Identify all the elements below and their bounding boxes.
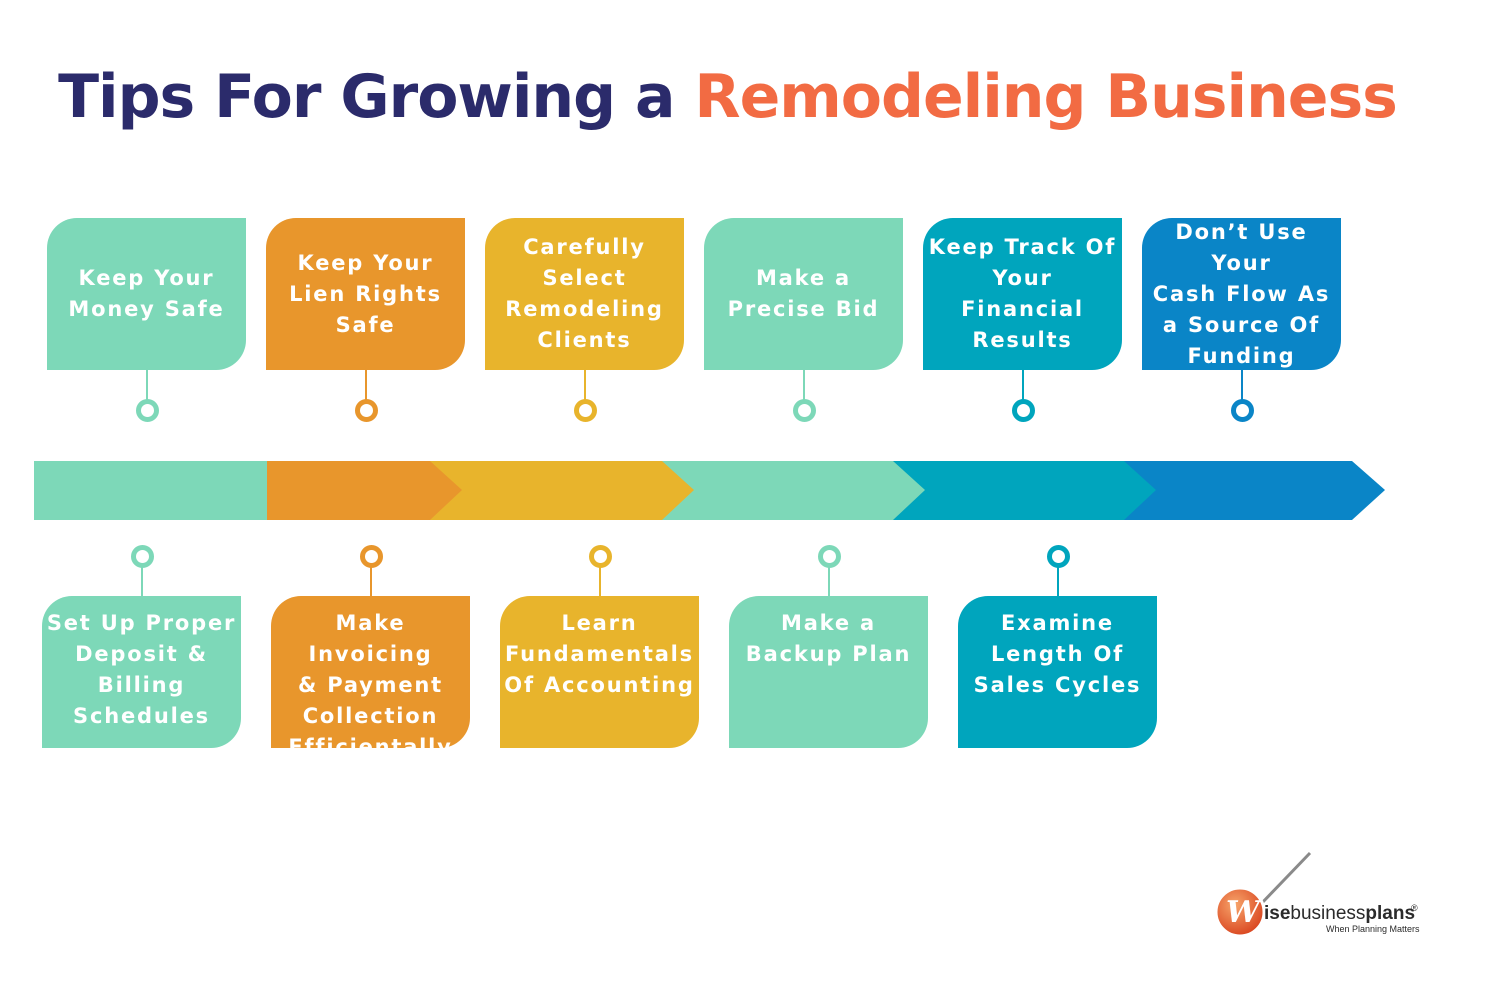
connector-line xyxy=(803,370,805,404)
connector-dot xyxy=(818,545,841,568)
tip-text: Set Up Proper xyxy=(46,611,237,635)
tip-text: Money Safe xyxy=(68,297,225,321)
tip-text: Deposit & xyxy=(75,642,208,666)
connector-line xyxy=(1241,370,1243,404)
timeline-segment-1 xyxy=(34,461,267,520)
timeline-segment-3 xyxy=(430,461,694,520)
connector-dot xyxy=(1047,545,1070,568)
tip-text: Schedules xyxy=(73,704,210,728)
logo-wordmark-plans: plans xyxy=(1365,903,1415,924)
tip-text: & Payment xyxy=(298,673,443,697)
tip-text: Remodeling xyxy=(505,297,664,321)
connector-dot xyxy=(589,545,612,568)
connector-line xyxy=(1022,370,1024,404)
tip-text: Cash Flow As xyxy=(1152,281,1331,306)
tip-text: Don’t Use Your xyxy=(1175,219,1308,275)
tip-text: Make Invoicing xyxy=(308,611,433,666)
tip-text: a Source Of xyxy=(1162,312,1321,337)
tip-text: Keep Track Of xyxy=(928,235,1117,259)
connector-line xyxy=(370,566,372,596)
tip-text: Carefully xyxy=(523,235,646,259)
tip-text: Efficientally xyxy=(288,735,453,759)
connector-dot xyxy=(131,545,154,568)
tip-text: Examine xyxy=(1001,611,1114,635)
connector-dot xyxy=(574,399,597,422)
tip-text: Backup Plan xyxy=(745,642,912,666)
connector-line xyxy=(141,566,143,596)
tip-text: Length Of xyxy=(990,642,1125,666)
connector-line xyxy=(828,566,830,596)
connector-dot xyxy=(360,545,383,568)
logo-w-letter: W xyxy=(1226,895,1263,930)
connector-line xyxy=(599,566,601,596)
tip-text: Collection xyxy=(302,704,439,728)
connector-line xyxy=(584,370,586,404)
timeline-segment-5 xyxy=(890,461,1156,520)
tip-text: Lien Rights xyxy=(289,281,442,306)
page-title: Tips For Growing a Remodeling Business xyxy=(0,62,1455,132)
tip-card-backup-plan: Make a Backup Plan xyxy=(729,596,928,748)
tip-card-precise-bid: Make a Precise Bid xyxy=(704,218,903,370)
tip-text: Results xyxy=(972,328,1073,352)
connector-line xyxy=(146,370,148,404)
connector-dot xyxy=(136,399,159,422)
tip-text: Make a xyxy=(781,611,876,635)
tip-text: Billing xyxy=(97,673,186,697)
logo-wordmark-ise: ise xyxy=(1264,903,1290,924)
tip-text: Keep Your xyxy=(297,250,434,275)
connector-dot xyxy=(793,399,816,422)
logo-wordmark-business: business xyxy=(1290,903,1365,924)
title-part-1: Tips For Growing a xyxy=(58,62,675,132)
connector-line xyxy=(1057,566,1059,596)
tip-text: Safe xyxy=(335,312,396,337)
connector-dot xyxy=(1231,399,1254,422)
tip-text: Keep Your xyxy=(78,266,215,290)
title-part-2: Remodeling Business xyxy=(694,62,1398,132)
tip-text: Precise Bid xyxy=(727,297,880,321)
tip-text: Funding xyxy=(1187,343,1296,368)
tip-text: Select xyxy=(542,266,627,290)
wisebusinessplans-logo: W isebusinessplans ® When Planning Matte… xyxy=(1214,851,1420,938)
timeline-segment-6 xyxy=(1120,461,1385,520)
pen-icon xyxy=(1258,851,1312,907)
tip-text: Learn xyxy=(561,611,638,635)
connector-line xyxy=(365,370,367,404)
logo-tagline: When Planning Matters xyxy=(1326,924,1420,934)
timeline-segment-2 xyxy=(267,461,462,520)
logo-wordmark: isebusinessplans xyxy=(1264,903,1415,924)
logo-badge xyxy=(1214,886,1266,938)
logo-registered-mark: ® xyxy=(1411,903,1418,913)
tip-text: Sales Cycles xyxy=(973,673,1142,697)
tip-text: Fundamentals xyxy=(505,642,694,666)
connector-dot xyxy=(1012,399,1035,422)
timeline-segment-4 xyxy=(660,461,925,520)
connector-dot xyxy=(355,399,378,422)
tip-text: Of Accounting xyxy=(504,673,695,697)
tip-text: Clients xyxy=(537,328,632,352)
tip-text: Your Financial xyxy=(961,266,1084,321)
tip-text: Make a xyxy=(755,266,851,290)
